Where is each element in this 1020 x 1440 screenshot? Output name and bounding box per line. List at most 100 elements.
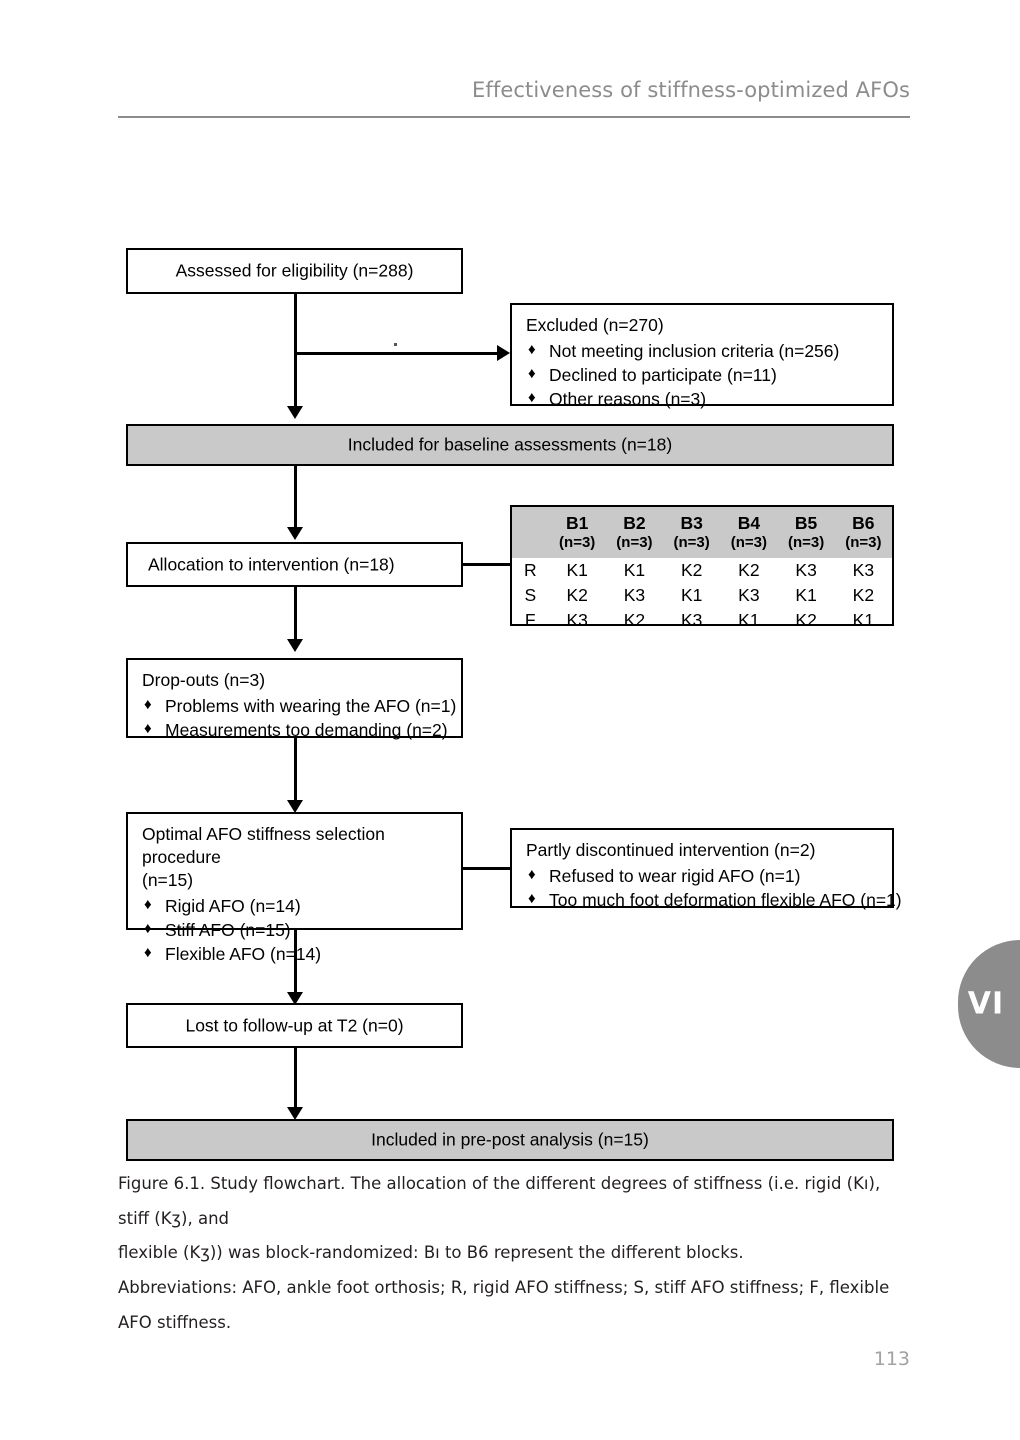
box-lost-to-followup: Lost to follow-up at T2 (n=0) bbox=[126, 1003, 463, 1048]
table-cell: K2 bbox=[566, 584, 588, 605]
connector-selection-to-discontinued bbox=[463, 867, 512, 870]
col-n-label: (n=3) bbox=[559, 533, 596, 551]
diamond-bullet-icon: ♦ bbox=[528, 389, 536, 407]
connector-baseline-to-allocation bbox=[294, 466, 297, 529]
list-item-label: Not meeting inclusion criteria (n=256) bbox=[549, 341, 840, 362]
table-cell: K2 bbox=[680, 560, 703, 581]
list-item-label: Declined to participate (n=11) bbox=[549, 365, 777, 386]
list-item-label: Stiff AFO (n=15) bbox=[165, 920, 291, 941]
box-discontinued: Partly discontinued intervention (n=2) ♦… bbox=[510, 828, 902, 910]
caption-line-2: flexible (Kʒ)) was block-randomized: Bı … bbox=[118, 1243, 744, 1263]
connector-allocation-to-table bbox=[463, 563, 512, 566]
diamond-bullet-icon: ♦ bbox=[528, 866, 536, 884]
diamond-bullet-icon: ♦ bbox=[528, 341, 536, 359]
arrowhead-to-lost bbox=[287, 992, 303, 1005]
list-item: ♦ Declined to participate (n=11) bbox=[526, 364, 880, 387]
table-cell: K3 bbox=[852, 560, 875, 581]
box-assessed-for-eligibility: Assessed for eligibility (n=288) bbox=[126, 248, 463, 294]
list-item: ♦Too much foot deformation flexible AFO … bbox=[526, 889, 902, 912]
list-item: ♦Stiff AFO (n=15) bbox=[142, 919, 449, 942]
box-dropouts-title: Drop-outs (n=3) bbox=[142, 670, 266, 690]
list-item-label: Problems with wearing the AFO (n=1) bbox=[165, 696, 457, 717]
randomization-table: B1(n=3) B2(n=3) B3(n=3) B4(n=3) B5(n=3) … bbox=[510, 505, 894, 630]
col-block-label: B6 bbox=[852, 513, 875, 533]
diamond-bullet-icon: ♦ bbox=[144, 720, 152, 738]
table-col-b5: B5(n=3) bbox=[777, 507, 835, 559]
box-included-analysis-title: Included in pre-post analysis (n=15) bbox=[371, 1129, 649, 1150]
box-excluded: Excluded (n=270) ♦ Not meeting inclusion … bbox=[510, 303, 894, 409]
table-cell: K2 bbox=[738, 560, 760, 581]
diamond-bullet-icon: ♦ bbox=[144, 896, 152, 914]
box-lost-title: Lost to follow-up at T2 (n=0) bbox=[185, 1014, 404, 1035]
chapter-tab-label: VI bbox=[967, 986, 1005, 1022]
table-cell: K2 bbox=[623, 609, 646, 630]
list-item: ♦Flexible AFO (n=14) bbox=[142, 943, 449, 966]
col-block-label: B2 bbox=[623, 513, 646, 533]
col-block-label: B5 bbox=[794, 513, 818, 533]
box-allocation-title: Allocation to intervention (n=18) bbox=[148, 553, 395, 574]
box-dropouts-list: ♦Problems with wearing the AFO (n=1) ♦Me… bbox=[142, 695, 456, 742]
connector-assessed-to-baseline bbox=[294, 294, 297, 409]
box-excluded-list: ♦Not meeting inclusion criteria (n=256) … bbox=[526, 340, 880, 411]
table-row: R K1 K1 K2 K2 K3 K3 bbox=[512, 558, 892, 583]
figure-caption: Figure 6.1. Study flowchart. The allocat… bbox=[118, 1167, 908, 1340]
arrowhead-to-analysis bbox=[287, 1107, 303, 1120]
table-corner-cell bbox=[512, 507, 549, 559]
box-included-baseline: Included for baseline assessments (n=18) bbox=[126, 424, 894, 466]
box-selection-title: Optimal AFO stiffness selection procedur… bbox=[142, 824, 385, 891]
running-head: Effectiveness of stiffness-optimized AFO… bbox=[471, 78, 910, 102]
col-block-label: B4 bbox=[737, 513, 761, 533]
box-assessed-title: Assessed for eligibility (n=288) bbox=[175, 260, 414, 281]
list-item-label: Measurements too demanding (n=2) bbox=[165, 720, 448, 741]
diamond-bullet-icon: ♦ bbox=[528, 365, 536, 383]
table-row: F K3 K2 K3 K1 K2 K1 bbox=[512, 608, 892, 633]
list-item-label: Flexible AFO (n=14) bbox=[165, 944, 322, 965]
col-n-label: (n=3) bbox=[845, 533, 882, 551]
list-item-label: Refused to wear rigid AFO (n=1) bbox=[549, 866, 801, 887]
table-cell: K2 bbox=[852, 584, 875, 605]
row-label: R bbox=[523, 560, 537, 581]
box-excluded-title: Excluded (n=270) bbox=[526, 315, 664, 335]
table-header-row: B1(n=3) B2(n=3) B3(n=3) B4(n=3) B5(n=3) … bbox=[512, 507, 892, 559]
list-item-label: Rigid AFO (n=14) bbox=[165, 896, 301, 917]
randomization-table-head: B1(n=3) B2(n=3) B3(n=3) B4(n=3) B5(n=3) … bbox=[512, 507, 892, 559]
connector-selection-to-lost bbox=[294, 930, 297, 995]
table-col-b2: B2(n=3) bbox=[605, 507, 664, 559]
box-dropouts: Drop-outs (n=3) ♦ Problems with wearing t… bbox=[126, 658, 463, 740]
list-item: ♦ Not meeting inclusion criteria (n=256) bbox=[526, 340, 880, 363]
connector-to-excluded bbox=[294, 352, 503, 355]
col-n-label: (n=3) bbox=[730, 533, 768, 551]
arrowhead-to-selection bbox=[287, 800, 303, 813]
table-cell: K1 bbox=[738, 609, 760, 630]
table-cell: K1 bbox=[795, 584, 817, 605]
ink-speck bbox=[394, 343, 397, 346]
table-col-b1: B1(n=3) bbox=[548, 507, 606, 559]
table-cell: K3 bbox=[623, 584, 646, 605]
list-item: ♦ Rigid AFO (n=14) bbox=[142, 895, 449, 918]
col-n-label: (n=3) bbox=[616, 533, 653, 551]
randomization-table-body: R K1 K1 K2 K2 K3 K3 S K2 K3 K1 K3 K1 K2 bbox=[512, 558, 892, 632]
box-included-analysis: Included in pre-post analysis (n=15) bbox=[126, 1119, 894, 1161]
table-col-b3: B3(n=3) bbox=[663, 507, 721, 559]
row-label: F bbox=[524, 609, 536, 630]
table-row: S K2 K3 K1 K3 K1 K2 bbox=[512, 583, 892, 608]
box-discontinued-list: ♦ Refused to wear rigid AFO (n=1) ♦Too mu… bbox=[526, 865, 902, 912]
table-col-b4: B4(n=3) bbox=[720, 507, 778, 559]
table-cell: K3 bbox=[738, 584, 760, 605]
arrowhead-to-allocation bbox=[287, 527, 303, 540]
connector-dropouts-to-selection bbox=[294, 738, 297, 803]
caption-line-1: Figure 6.1. Study flowchart. The allocat… bbox=[118, 1174, 881, 1228]
connector-lost-to-analysis bbox=[294, 1048, 297, 1110]
col-n-label: (n=3) bbox=[673, 533, 710, 551]
arrowhead-to-baseline bbox=[287, 406, 303, 419]
arrowhead-to-dropouts bbox=[287, 639, 303, 652]
list-item: ♦ Refused to wear rigid AFO (n=1) bbox=[526, 865, 880, 888]
row-label: S bbox=[524, 584, 537, 605]
table-cell: K2 bbox=[795, 609, 817, 630]
table-cell: K3 bbox=[566, 609, 588, 630]
box-selection-procedure: Optimal AFO stiffness selection procedur… bbox=[126, 812, 463, 964]
table-cell: K3 bbox=[795, 560, 817, 581]
table-cell: K1 bbox=[680, 584, 703, 605]
table-cell: K1 bbox=[623, 560, 646, 581]
